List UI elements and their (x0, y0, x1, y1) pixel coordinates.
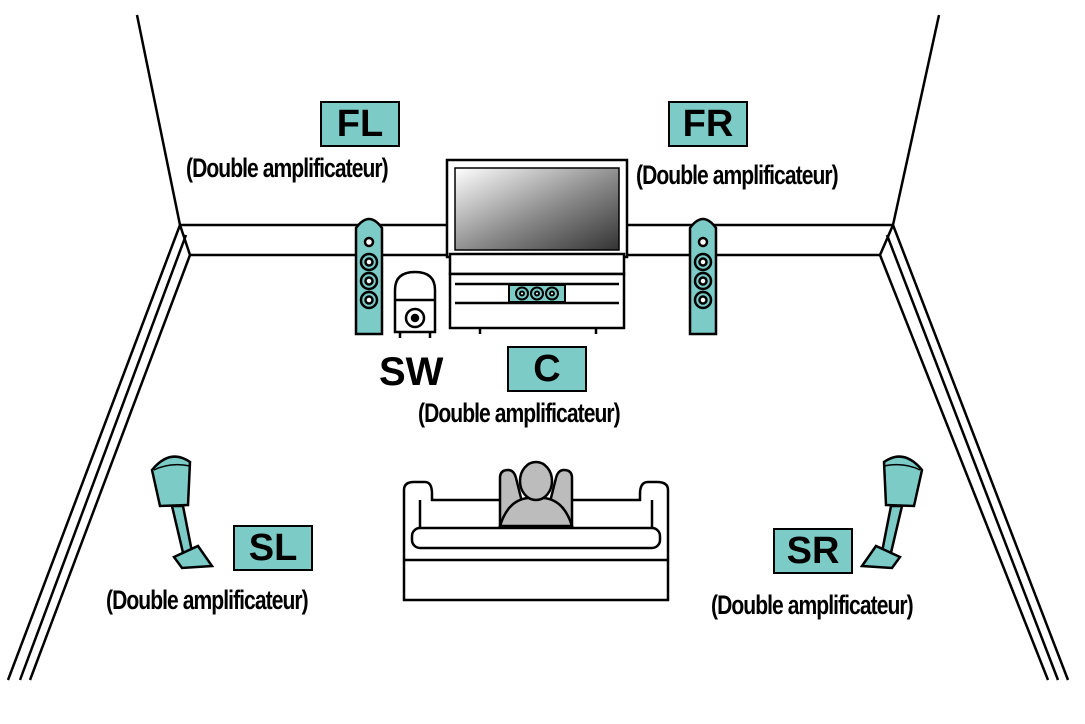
speaker-note-fr: (Double amplificateur) (636, 160, 839, 190)
speaker-label-fl: FL (320, 101, 400, 147)
satellite-speaker-icon (150, 455, 215, 570)
tower-speaker-icon (688, 217, 718, 336)
speaker-note-sr: (Double amplificateur) (711, 590, 914, 620)
subwoofer-icon (393, 270, 437, 338)
tower-speaker-icon (354, 217, 384, 336)
speaker-label-sl: SL (233, 525, 313, 571)
tv-icon (445, 158, 629, 268)
center-speaker-icon (508, 284, 566, 303)
speaker-label-c: C (507, 346, 587, 392)
tv-stand (448, 252, 626, 334)
speaker-note-fl: (Double amplificateur) (186, 153, 389, 183)
speaker-note-c: (Double amplificateur) (418, 398, 621, 428)
subwoofer-label: SW (379, 350, 444, 394)
satellite-speaker-icon (859, 455, 924, 570)
listener-icon (498, 460, 574, 530)
speaker-note-sl: (Double amplificateur) (106, 585, 309, 615)
sofa-icon (402, 480, 670, 602)
speaker-label-sr: SR (773, 528, 853, 574)
speaker-label-fr: FR (668, 101, 748, 147)
